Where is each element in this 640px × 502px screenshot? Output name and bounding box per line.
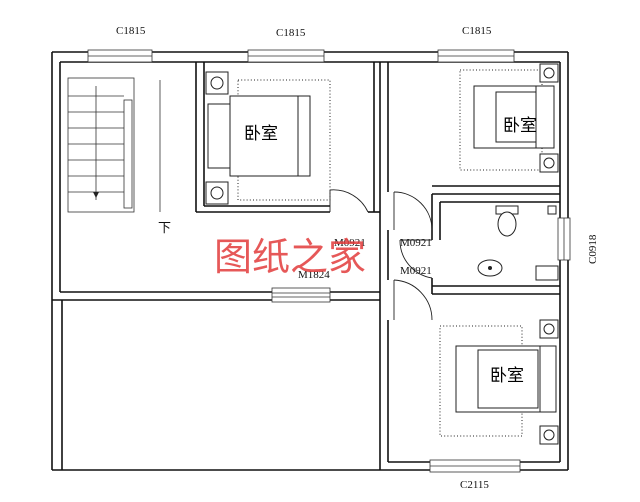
bed-top-right — [459, 63, 559, 173]
room-label-bedroom-bottom-right: 卧室 — [490, 366, 524, 386]
window-top-mid — [247, 49, 325, 63]
window-top-right — [437, 49, 515, 63]
door-label-left-bedroom: M0921 — [334, 237, 366, 249]
window-right-side — [557, 217, 571, 261]
room-label-bedroom-left: 卧室 — [244, 124, 278, 144]
staircase — [67, 77, 161, 213]
window-label-right-side: C0918 — [587, 234, 599, 264]
door-right-upper — [393, 191, 433, 231]
interior-walls — [52, 62, 560, 470]
door-label-right-upper: M0921 — [400, 237, 432, 249]
door-bottom-right-bedroom — [393, 279, 433, 321]
stair-direction-label: 下 — [158, 220, 171, 235]
bed-bottom-right — [439, 319, 559, 445]
window-bottom — [429, 459, 521, 473]
door-label-balcony: M1824 — [298, 269, 330, 281]
window-label-bottom: C2115 — [460, 479, 489, 491]
floor-drain — [535, 205, 559, 281]
watermark: 图纸之家 — [214, 235, 366, 279]
window-label-top-right: C1815 — [462, 25, 492, 37]
door-label-bathroom: M0921 — [400, 265, 432, 277]
sink — [477, 259, 503, 277]
room-label-bedroom-top-right: 卧室 — [503, 116, 537, 136]
toilet — [495, 205, 519, 237]
window-label-top-mid: C1815 — [276, 27, 306, 39]
door-left-bedroom — [329, 189, 369, 213]
window-top-left — [87, 49, 153, 63]
bed-left — [205, 71, 331, 205]
balcony-door-frame — [271, 287, 331, 303]
window-label-top-left: C1815 — [116, 25, 146, 37]
door-bathroom — [399, 239, 433, 279]
